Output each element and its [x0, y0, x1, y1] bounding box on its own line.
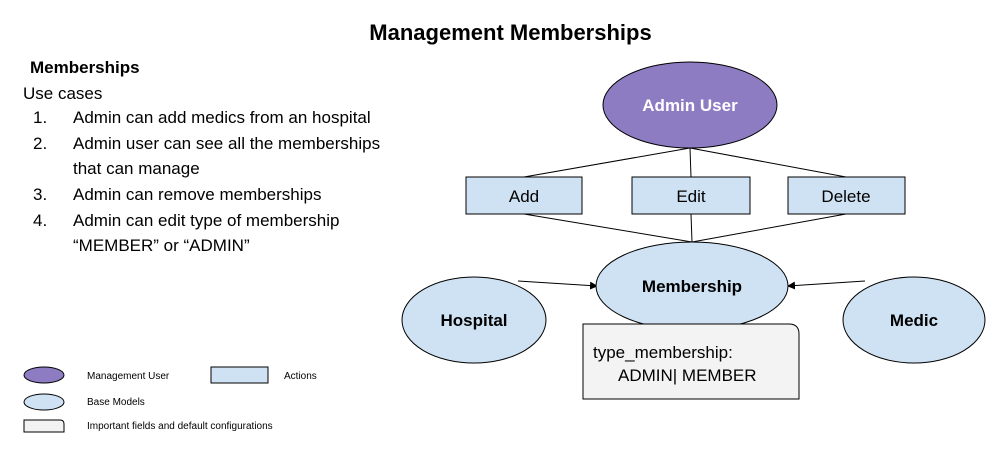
- page-title: Management Memberships: [369, 20, 652, 45]
- note-node: type_membership: ADMIN| MEMBER: [582, 323, 800, 400]
- connector-admin-delete: [689, 147, 847, 178]
- action-edit-label: Edit: [676, 187, 706, 206]
- list-item-number: 3.: [33, 185, 48, 204]
- medic-label: Medic: [890, 311, 938, 330]
- arrow-hospital-membership: [517, 280, 598, 290]
- list-item-text: Admin can add medics from an hospital: [73, 108, 371, 127]
- use-cases-heading: Use cases: [23, 84, 103, 103]
- action-edit-shape: [631, 176, 751, 215]
- legend-management-user-label: Management User: [87, 371, 170, 382]
- membership-label: Membership: [642, 277, 742, 296]
- section-title: Memberships: [30, 58, 140, 77]
- admin-user-node: Admin User: [602, 61, 778, 149]
- list-item: 3. Admin can remove memberships: [23, 182, 383, 207]
- admin-user-shape: [602, 61, 778, 149]
- note-line-1: type_membership:: [593, 343, 733, 362]
- connector-admin-edit: [689, 147, 692, 178]
- arrow-medic-membership: [787, 280, 866, 290]
- action-add-shape: [465, 176, 583, 215]
- legend-important-fields-label: Important fields and default configurati…: [87, 421, 273, 432]
- list-item: 2. Admin user can see all the membership…: [23, 131, 383, 181]
- legend-important-fields-swatch: [23, 419, 65, 433]
- hospital-label: Hospital: [440, 311, 507, 330]
- note-shape: [582, 323, 800, 400]
- legend-actions-label: Actions: [284, 371, 317, 382]
- action-edit-node: Edit: [631, 176, 751, 215]
- medic-node: Medic: [842, 276, 986, 364]
- list-item-text: Admin can remove memberships: [73, 185, 322, 204]
- list-item-number: 1.: [33, 108, 48, 127]
- action-add-label: Add: [509, 187, 539, 206]
- action-delete-label: Delete: [821, 187, 870, 206]
- list-item-number: 4.: [33, 211, 48, 230]
- action-add-node: Add: [465, 176, 583, 215]
- legend-management-user-swatch: [23, 366, 65, 384]
- connector-admin-add: [523, 147, 691, 178]
- admin-user-label: Admin User: [642, 96, 738, 115]
- legend-base-models-swatch: [23, 393, 65, 411]
- legend-actions-swatch: [210, 366, 269, 384]
- connector-delete-membership: [691, 213, 847, 243]
- note-line-2: ADMIN| MEMBER: [618, 366, 757, 385]
- connector-add-membership: [523, 213, 693, 243]
- list-item-text: Admin user can see all the memberships t…: [73, 134, 381, 178]
- membership-node: Membership: [595, 241, 789, 331]
- action-delete-node: Delete: [787, 176, 906, 215]
- hospital-shape: [401, 276, 547, 364]
- use-cases-list: 1. Admin can add medics from an hospital…: [23, 105, 383, 259]
- list-item-number: 2.: [33, 134, 48, 153]
- list-item: 1. Admin can add medics from an hospital: [23, 105, 383, 130]
- connector-edit-membership: [690, 213, 693, 243]
- legend: Management User Actions Base Models Impo…: [23, 366, 317, 433]
- list-item-text: Admin can edit type of membership “MEMBE…: [73, 211, 340, 255]
- legend-base-models-label: Base Models: [87, 397, 145, 408]
- medic-shape: [842, 276, 986, 364]
- hospital-node: Hospital: [401, 276, 547, 364]
- list-item: 4. Admin can edit type of membership “ME…: [23, 208, 383, 258]
- action-delete-shape: [787, 176, 906, 215]
- connectors: [517, 147, 866, 290]
